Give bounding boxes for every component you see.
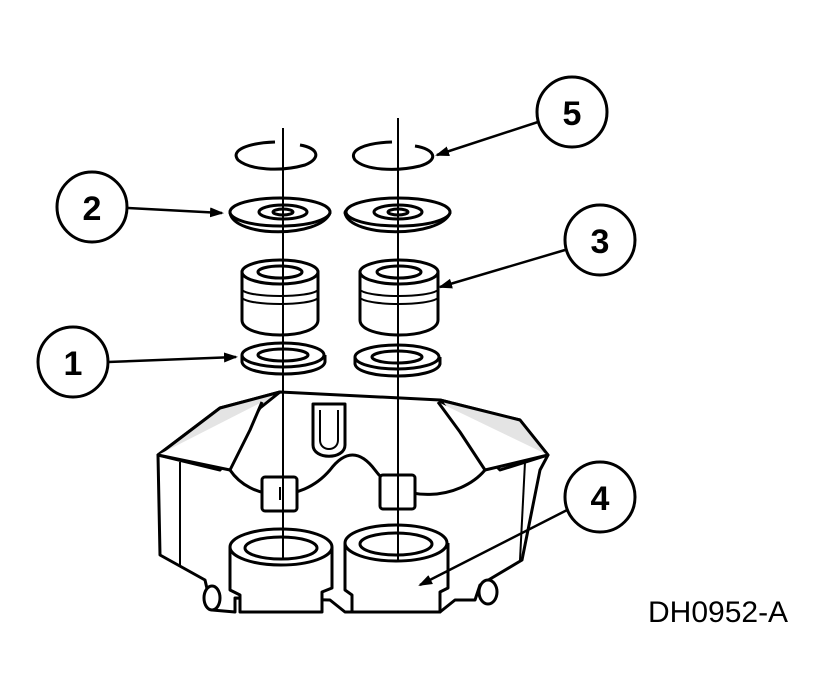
callout-label: 4 <box>591 480 610 518</box>
callout-5: 5 <box>535 75 609 149</box>
center-lines <box>282 118 399 560</box>
dust-boots <box>228 196 452 234</box>
caliper-housing <box>156 390 550 614</box>
callout-3: 3 <box>563 203 637 277</box>
callout-label: 5 <box>563 95 582 133</box>
leader-arrows <box>107 120 574 587</box>
piston-seals <box>240 341 442 378</box>
figure-code: DH0952-A <box>648 596 788 629</box>
callout-2: 2 <box>55 170 129 244</box>
callout-4: 4 <box>563 460 637 534</box>
pistons <box>240 258 440 337</box>
callout-1: 1 <box>36 325 110 399</box>
callout-label: 2 <box>83 190 102 228</box>
callout-label: 3 <box>591 223 610 261</box>
retaining-rings <box>234 140 434 171</box>
callout-label: 1 <box>64 345 83 383</box>
